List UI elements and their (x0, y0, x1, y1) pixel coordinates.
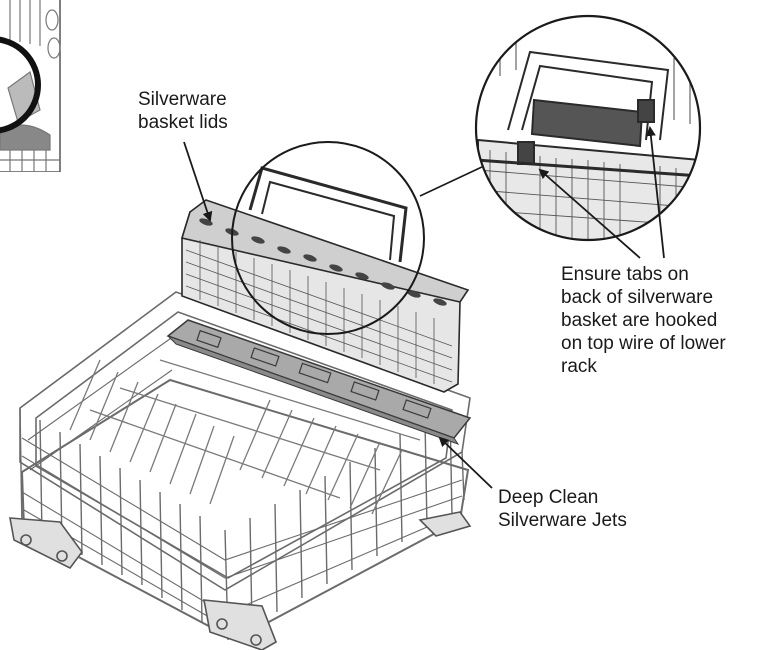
basket-highlight-circle (231, 141, 425, 335)
callout-arrows (183, 126, 665, 489)
deep-clean-jet-bar (166, 319, 472, 445)
lower-rack (9, 291, 472, 650)
label-deep-clean-silverware-jets: Deep Clean Silverware Jets (498, 487, 627, 531)
label-ensure-tabs-hooked: Ensure tabs on back of silverware basket… (561, 264, 726, 377)
zoom-inset (474, 14, 702, 242)
corner-inset (0, 0, 61, 172)
label-silverware-basket-lids: Silverware basket lids (138, 89, 228, 133)
arrow-tab-left (538, 168, 641, 259)
zoom-connector-line (419, 165, 485, 197)
arrow-tab-right (645, 126, 665, 259)
arrow-jets (438, 436, 493, 489)
arrow-basket-lids (183, 141, 213, 222)
silverware-basket (180, 166, 470, 393)
